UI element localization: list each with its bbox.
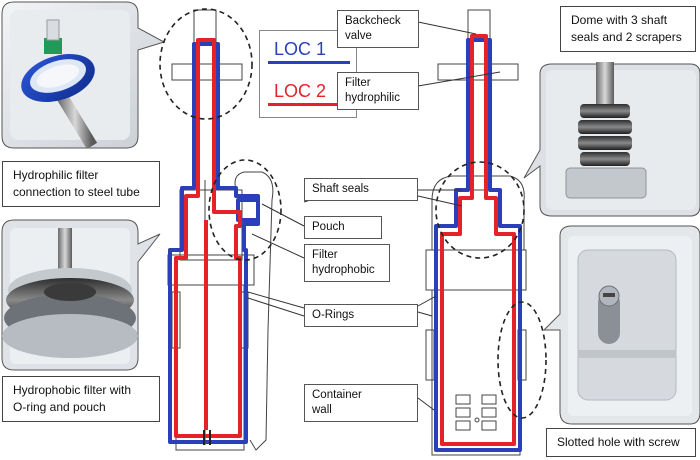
photo-slotted-hole	[542, 225, 700, 425]
legend-loc1-label: LOC 1	[274, 39, 327, 59]
photo-hydrophobic-filter	[1, 219, 161, 371]
legend-loc2-label: LOC 2	[274, 81, 327, 101]
dashed-highlights	[159, 8, 547, 419]
legend-loc2-line	[268, 103, 350, 106]
label-pouch: Pouch	[304, 216, 382, 239]
label-container-wall: Container wall	[304, 384, 418, 422]
left-assembly	[167, 9, 274, 451]
label-o-rings: O-Rings	[304, 304, 418, 327]
label-filter-hydrophilic: Filter hydrophilic	[337, 72, 419, 110]
caption-dome-shaft-seals: Dome with 3 shaft seals and 2 scrapers	[560, 6, 696, 52]
photo-hydrophilic-filter	[1, 1, 166, 150]
legend-loc1-line	[268, 61, 350, 64]
label-shaft-seals: Shaft seals	[304, 178, 418, 201]
label-backcheck-valve: Backcheck valve	[337, 10, 419, 48]
caption-hydrophobic-filter: Hydrophobic filter with O-ring and pouch	[2, 376, 160, 422]
caption-hydrophilic-filter: Hydrophilic filter connection to steel t…	[2, 161, 160, 207]
label-filter-hydrophobic: Filter hydrophobic	[304, 244, 390, 282]
photo-dome-shaft-seals	[523, 62, 700, 217]
caption-slotted-hole: Slotted hole with screw	[546, 428, 696, 457]
